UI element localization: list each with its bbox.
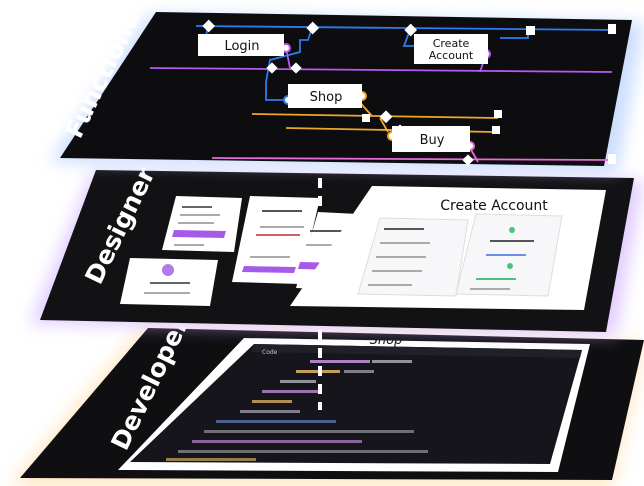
node-login[interactable]: Login xyxy=(198,34,284,56)
login-card-2 xyxy=(232,196,320,284)
login-screen-title: Login xyxy=(278,179,313,194)
node-create-account-label-line1: Create xyxy=(433,37,470,50)
node-login-label: Login xyxy=(224,39,259,54)
node-create-account[interactable]: Create Account xyxy=(414,34,488,64)
create-account-mockup: Create Account xyxy=(290,186,606,310)
node-buy-label: Buy xyxy=(420,133,445,148)
functional-layer: Login Create Account Shop Buy Functional xyxy=(50,0,644,172)
shop-screen-title: Shop xyxy=(370,333,403,348)
node-buy[interactable]: Buy xyxy=(392,126,470,152)
node-create-account-label-line2: Account xyxy=(429,49,474,62)
node-shop-label: Shop xyxy=(310,90,343,105)
create-account-screen-title: Create Account xyxy=(440,198,548,214)
code-editor xyxy=(130,344,582,464)
designer-layer: Login Create Account Designer xyxy=(30,162,644,336)
editor-tab-code[interactable]: Code xyxy=(262,349,278,356)
developer-layer: Code Shop Developer xyxy=(10,312,644,486)
node-shop[interactable]: Shop xyxy=(288,84,362,108)
